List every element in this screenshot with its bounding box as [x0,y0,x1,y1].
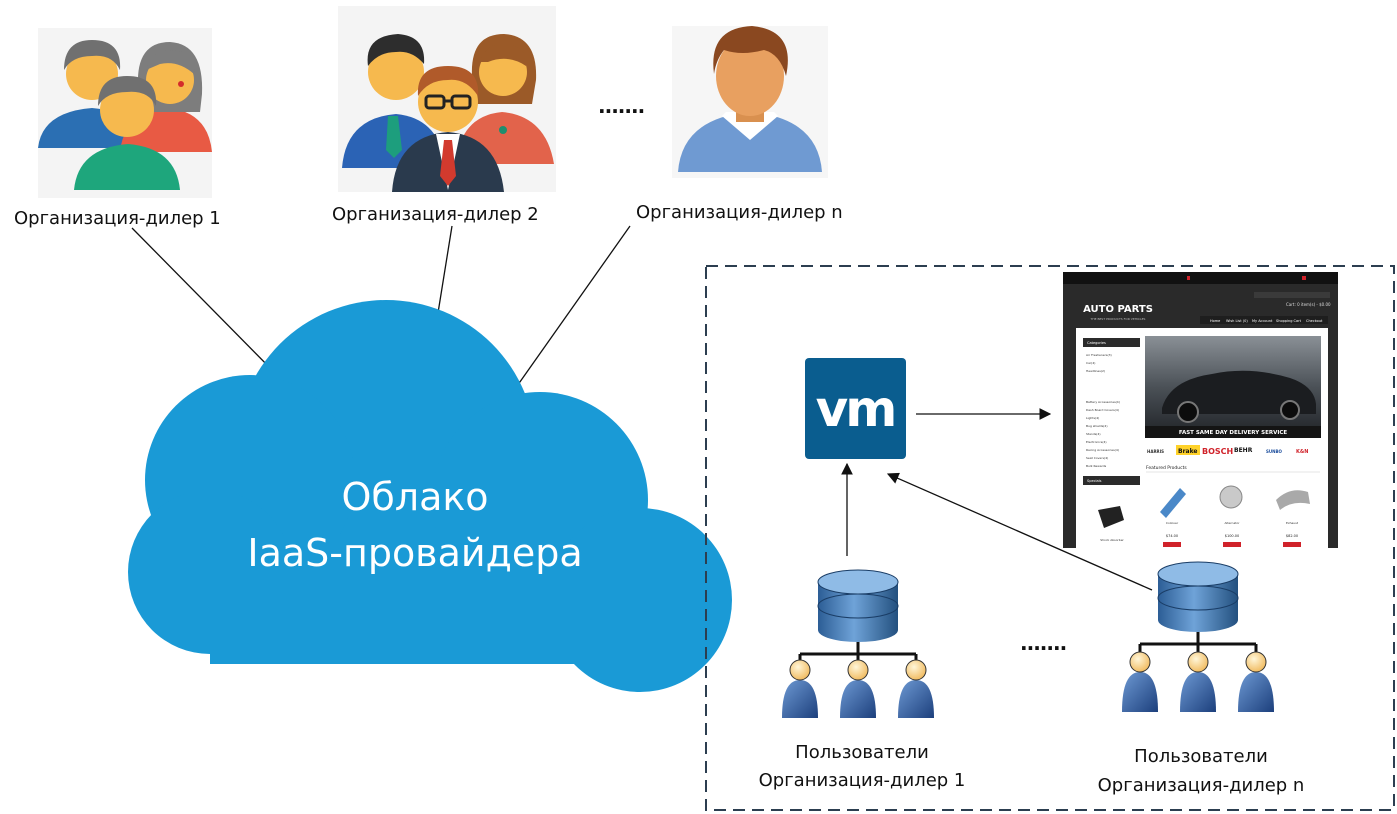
website-category[interactable]: Racing Accessories(4) [1086,448,1119,452]
website-category-list: Air Fresheners(3) Car(4) Headlines(2) Ba… [1086,353,1120,468]
website-featured-title: Featured Products [1146,465,1187,471]
product-name[interactable]: Exhaust [1286,521,1299,525]
brand-bosch: BOSCH [1202,447,1233,456]
website-nav-home[interactable]: Home [1210,319,1220,323]
website-cart[interactable]: Cart: 0 item(s) - $0.00 [1286,302,1331,307]
vmware-icon: vm [805,358,906,459]
iaas-cloud: Облако IaaS-провайдера [128,300,732,692]
alternator-icon [1219,485,1243,509]
user-icon [782,659,818,718]
product-card[interactable]: Exhaust $82.00 [1276,490,1310,547]
website-category[interactable]: Car(4) [1086,361,1095,365]
database-icon [817,569,899,642]
brand-brake: Brake [1178,448,1197,455]
website-categories-title: Categories [1087,341,1106,345]
brand-kn: K&N [1296,449,1308,455]
product-name[interactable]: Alternator [1224,521,1240,525]
ellipsis-bottom: ....... [1020,631,1066,655]
dealer-2-label: Организация-дилер 2 [332,204,539,225]
dealer-n-person-icon [672,26,828,178]
add-to-cart-button[interactable] [1163,542,1181,547]
users-group-1-icon [782,569,934,718]
user-icon [1122,651,1158,712]
product-name[interactable]: Shock Absorber [1100,538,1124,542]
auto-parts-website-screenshot: AUTO PARTS THE BEST PRODUCTS FOR VEHICLE… [1063,272,1338,548]
cloud-shape [128,300,732,692]
shock-absorber-icon [1098,506,1124,528]
product-price: $82.00 [1286,534,1298,538]
website-category[interactable]: Seat Covers(4) [1086,456,1108,460]
arrow-dealerN-to-cloud [509,225,631,397]
user-icon [1238,651,1274,712]
website-category[interactable]: Air Fresheners(3) [1086,353,1112,357]
brand-sunbo: SUNBO [1266,449,1283,454]
product-card[interactable]: Alternator $100.00 [1219,485,1243,547]
website-banner-text: FAST SAME DAY DELIVERY SERVICE [1179,430,1288,436]
website-category[interactable]: Lights(4) [1086,416,1099,420]
product-card[interactable]: Coilover $74.00 [1160,488,1186,547]
arrow-usersN-to-vm [886,472,1153,591]
arrow-dealer1-to-cloud [131,227,281,379]
product-price: $74.00 [1166,534,1178,538]
website-category[interactable]: Bug shields(4) [1086,424,1108,428]
users-group-n-icon [1122,561,1274,712]
user-icon [1180,651,1216,712]
add-to-cart-button[interactable] [1283,542,1301,547]
website-category[interactable]: Dash Board Covers(4) [1086,408,1119,412]
website-category[interactable]: Battery Accessories(4) [1086,400,1120,404]
brand-harris: HARRIS [1147,449,1164,454]
website-category[interactable]: Headlines(2) [1086,369,1105,373]
database-icon [1157,561,1239,632]
users-group-n-label-line2: Организация-дилер n [1098,775,1305,796]
dealer-2-people-icon [338,6,556,192]
users-group-n-label-line1: Пользователи [1134,746,1268,767]
website-nav-account[interactable]: My Account [1252,319,1273,323]
website-category[interactable]: Stands(4) [1086,432,1101,436]
dealer-1-people-icon [38,28,212,198]
coilover-icon [1160,488,1186,518]
product-name[interactable]: Coilover [1166,521,1179,525]
users-group-1-label-line1: Пользователи [795,742,929,763]
add-to-cart-button[interactable] [1223,542,1241,547]
website-tagline: THE BEST PRODUCTS FOR VEHICLES [1090,317,1146,321]
car-icon [1162,370,1316,414]
website-specials-title: Specials [1087,479,1102,483]
website-nav-checkout[interactable]: Checkout [1306,319,1323,323]
website-category[interactable]: Bulk Rewards [1086,464,1107,468]
vm-logo-text: vm [816,380,895,438]
ellipsis-top: ....... [598,94,644,118]
brand-behr: BEHR [1234,447,1253,454]
private-infrastructure-frame [705,265,1395,811]
website-category[interactable]: Electronics(4) [1086,440,1107,444]
users-group-1-label-line2: Организация-дилер 1 [759,770,966,791]
cloud-title-line2: IaaS-провайдера [247,531,582,575]
dealer-n-label: Организация-дилер n [636,202,843,223]
exhaust-icon [1276,490,1310,510]
user-icon [898,659,934,718]
website-brand-row: HARRIS Brake BOSCH BEHR SUNBO K&N [1147,445,1308,456]
cloud-title-line1: Облако [341,475,488,519]
product-price: $100.00 [1225,534,1239,538]
dealer-1-label: Организация-дилер 1 [14,208,221,229]
product-card[interactable]: Shock Absorber [1098,506,1125,542]
website-logo: AUTO PARTS [1083,304,1153,315]
website-nav-cart[interactable]: Shopping Cart [1276,319,1302,323]
user-icon [840,659,876,718]
website-nav-wishlist[interactable]: Wish List (0) [1226,319,1248,323]
